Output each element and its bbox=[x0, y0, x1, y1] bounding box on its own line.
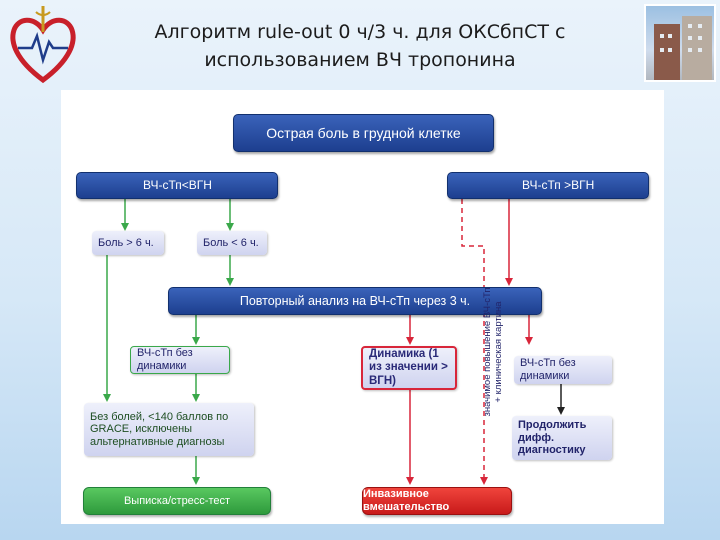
arrow-right-dashed-to-invasive bbox=[461, 199, 488, 485]
building-window bbox=[698, 36, 702, 40]
building-right-block bbox=[682, 16, 712, 80]
building-window bbox=[698, 24, 702, 28]
building-window bbox=[688, 36, 692, 40]
box-left-branch-label: ВЧ-сТп<ВГН bbox=[143, 177, 212, 192]
slide-title: Алгоритм rule-out 0 ч/3 ч. для ОКСбпСТ с… bbox=[110, 18, 610, 74]
box-no-dynamics-left-label: ВЧ-сТп без динамики bbox=[137, 347, 193, 372]
box-invasive: Инвазивное вмешательство bbox=[362, 487, 512, 515]
slide-title-line2: использованием ВЧ тропонина bbox=[204, 49, 516, 71]
side-label-line1: значимое повышение ВЧ-сТп bbox=[482, 287, 493, 417]
box-discharge: Выписка/стресс-тест bbox=[83, 487, 271, 515]
box-discharge-label: Выписка/стресс-тест bbox=[123, 494, 231, 507]
box-low-risk-label: Без болей, <140 баллов по GRACE, исключе… bbox=[90, 410, 229, 448]
box-pain-under-6h: Боль < 6 ч. bbox=[197, 231, 267, 255]
box-right-branch-label: ВЧ-сТп >ВГН bbox=[522, 177, 595, 192]
box-dynamics: Динамика (1 из значении > ВГН) bbox=[361, 346, 457, 390]
building-left-block bbox=[654, 24, 680, 80]
building-window bbox=[688, 48, 692, 52]
slide-title-line1: Алгоритм rule-out 0 ч/3 ч. для ОКСбпСТ с bbox=[154, 21, 566, 43]
building-window bbox=[660, 34, 664, 38]
box-no-dynamics-left: ВЧ-сТп без динамики bbox=[130, 346, 230, 374]
box-dynamics-label: Динамика (1 из значении > ВГН) bbox=[369, 348, 448, 387]
hospital-building-photo bbox=[644, 4, 716, 82]
side-label-line2: + клиническая картина bbox=[493, 301, 504, 403]
building-window bbox=[668, 34, 672, 38]
box-chest-pain-label: Острая боль в грудной клетке bbox=[266, 124, 461, 141]
building-window bbox=[688, 24, 692, 28]
box-invasive-label: Инвазивное вмешательство bbox=[363, 488, 450, 513]
box-continue-diff-label: Продолжить дифф. диагностику bbox=[518, 419, 587, 457]
box-continue-diff: Продолжить дифф. диагностику bbox=[512, 416, 612, 460]
box-pain-over-6h: Боль > 6 ч. bbox=[92, 231, 164, 255]
box-repeat-test: Повторный анализ на ВЧ-сТп через 3 ч. bbox=[168, 287, 542, 315]
heart-ecg-logo-icon bbox=[10, 6, 76, 84]
box-low-risk: Без болей, <140 баллов по GRACE, исключе… bbox=[84, 403, 254, 456]
box-no-dynamics-right: ВЧ-сТп без динамики bbox=[514, 356, 612, 384]
building-window bbox=[660, 48, 664, 52]
box-right-branch: ВЧ-сТп >ВГН bbox=[447, 172, 649, 199]
box-no-dynamics-right-label: ВЧ-сТп без динамики bbox=[520, 357, 576, 382]
box-pain-over-6h-label: Боль > 6 ч. bbox=[98, 236, 154, 249]
building-window bbox=[668, 48, 672, 52]
box-chest-pain: Острая боль в грудной клетке bbox=[233, 114, 494, 152]
box-repeat-test-label: Повторный анализ на ВЧ-сТп через 3 ч. bbox=[239, 293, 471, 308]
side-rotated-label: значимое повышение ВЧ-сТп + клиническая … bbox=[482, 272, 504, 432]
box-left-branch: ВЧ-сТп<ВГН bbox=[76, 172, 278, 199]
building-window bbox=[698, 48, 702, 52]
box-pain-under-6h-label: Боль < 6 ч. bbox=[203, 236, 259, 249]
